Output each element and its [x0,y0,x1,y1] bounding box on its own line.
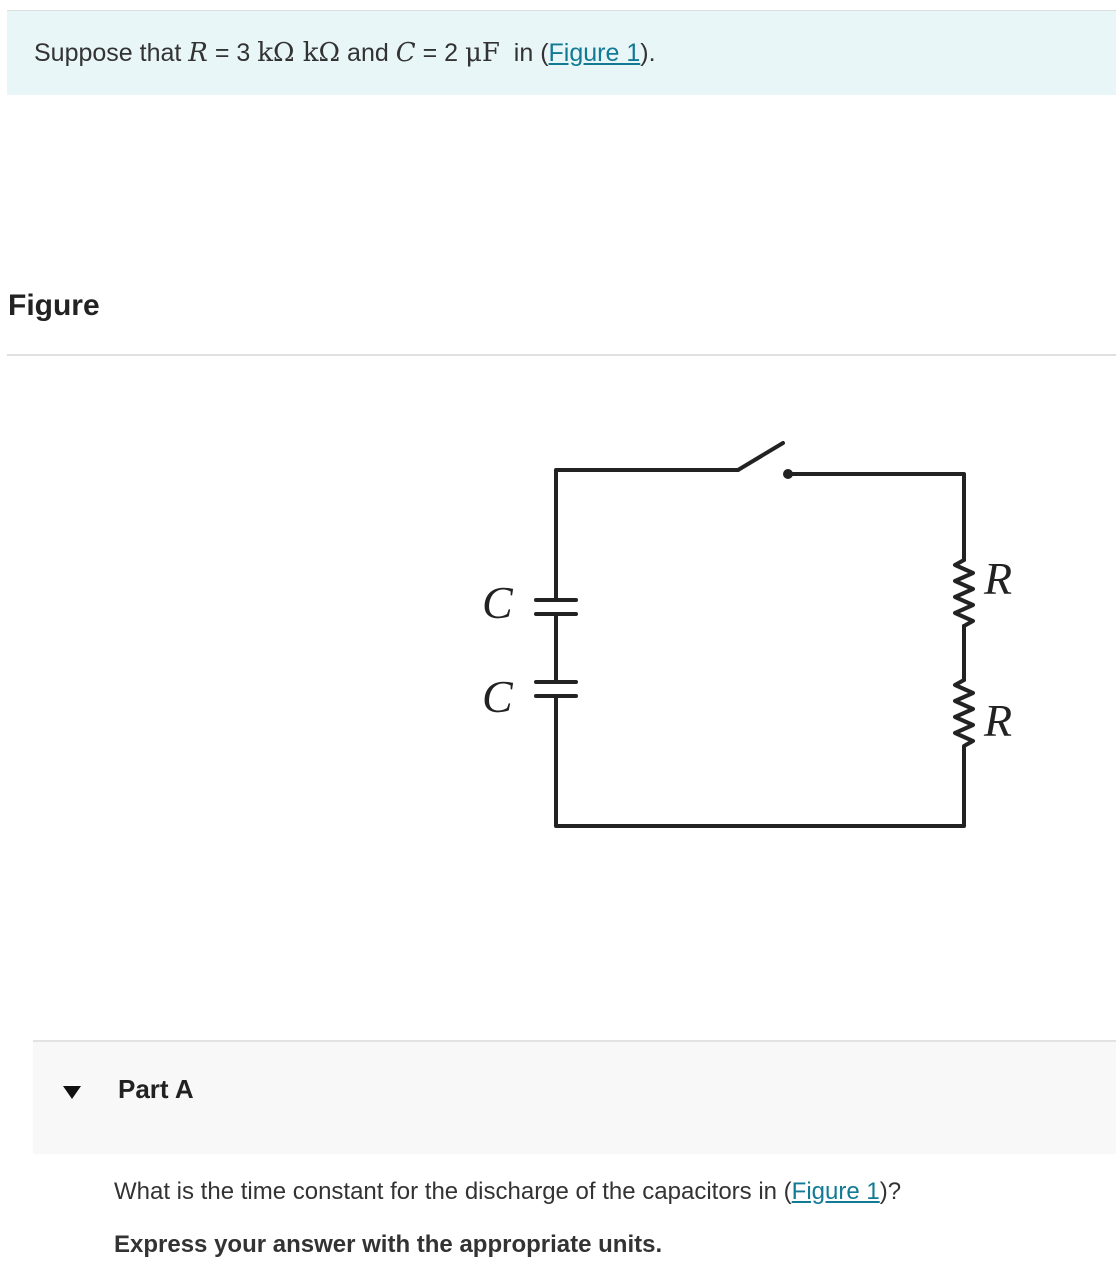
resistance-symbol: R [188,38,208,68]
part-a-question: What is the time constant for the discha… [114,1178,901,1206]
capacitance-value: = 2 [415,38,465,67]
part-a-header[interactable]: Part A [33,1040,1116,1154]
resistor-bottom [953,678,975,768]
capacitance-symbol: C [395,38,416,68]
resistance-unit: kΩ kΩ [257,38,341,68]
figure-divider [7,354,1116,356]
figure-heading: Figure [8,289,100,322]
resistance-value: = 3 [207,38,258,67]
switch-contact [783,469,793,479]
problem-intro: Suppose that R = 3 kΩ kΩ and C = 2 μF in… [7,11,1116,95]
intro-and: and [340,38,396,67]
top-divider [7,10,1116,11]
part-a-title: Part A [118,1074,194,1104]
capacitance-unit: μF [464,38,500,68]
label-resistor-bottom: R [983,695,1012,746]
capacitor-bottom [534,680,578,698]
resistor-top [953,558,975,628]
triangle-down-icon[interactable] [62,1082,82,1102]
part-a-instruction: Express your answer with the appropriate… [114,1231,663,1258]
circuit-wire-top-left [554,468,740,602]
label-capacitor-top: C [482,577,514,628]
label-resistor-top: R [983,553,1012,604]
intro-prefix: Suppose that [34,38,182,67]
question-figure-link[interactable]: Figure 1 [791,1178,880,1205]
question-suffix: )? [879,1178,902,1205]
intro-close: ). [640,38,656,67]
figure-link[interactable]: Figure 1 [548,38,641,67]
label-capacitor-bottom: C [482,671,514,722]
circuit-wire-top-right [786,472,966,562]
circuit-wire-bottom [554,694,966,828]
capacitor-top [534,598,578,616]
switch-blade [736,441,785,472]
circuit-diagram: C C R R [482,441,1012,828]
intro-in: in ( [499,38,549,67]
question-text: What is the time constant for the discha… [114,1178,792,1205]
